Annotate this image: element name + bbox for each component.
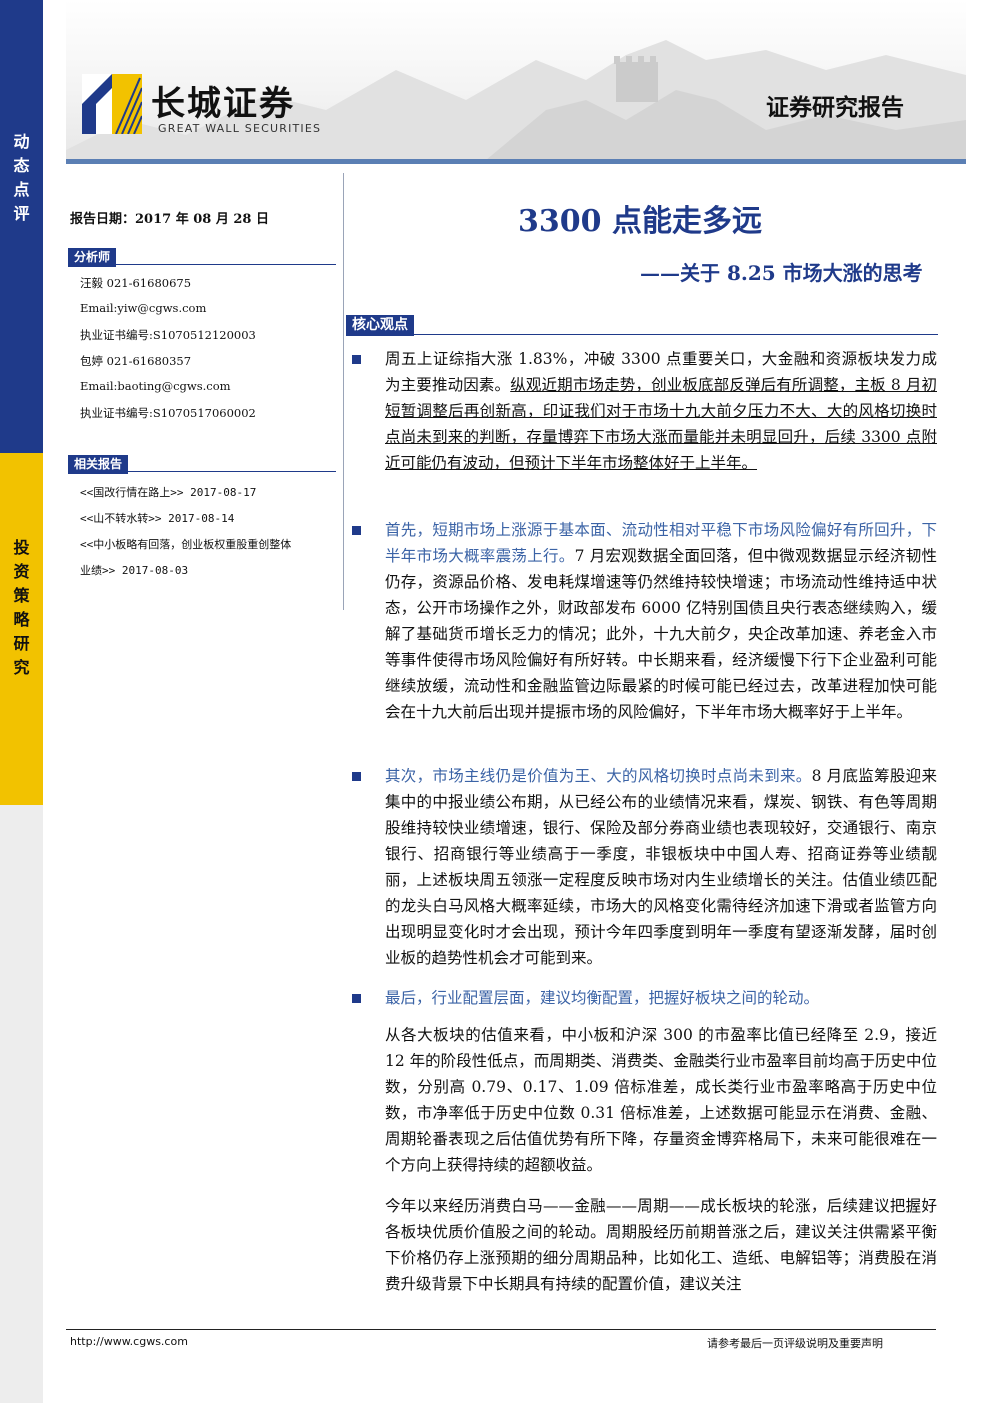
- paragraph-4: 最后，行业配置层面，建议均衡配置，把握好板块之间的轮动。: [385, 989, 820, 1007]
- paragraph-5: 从各大板块的估值来看，中小板和沪深 300 的市盈率比值已经降至 2.9，接近 …: [385, 1026, 937, 1174]
- sidebar-label-char: 动: [13, 132, 30, 151]
- column-divider: [343, 173, 344, 610]
- analyst-email[interactable]: Email:baoting@cgws.com: [80, 379, 231, 393]
- paragraph-3-highlight: 其次，市场主线仍是价值为王、大的风格切换时点尚未到来。: [385, 767, 812, 785]
- related-report-link[interactable]: <<中小板略有回落，创业板权重股重创整体: [80, 538, 292, 551]
- header-banner: [66, 0, 966, 160]
- sidebar-label-top: 动态点评: [0, 130, 43, 226]
- analyst-cert: 执业证书编号:S1070517060002: [80, 406, 256, 420]
- sidebar-label-char: 研: [13, 634, 30, 653]
- brand-name-cn: 长城证券: [151, 84, 295, 124]
- core-views-heading: 核心观点: [346, 315, 414, 336]
- paragraph-2-highlight: 首先，短期市场上涨源于基本面、流动性相对平稳下市场风险偏好有所回升，下半年市场大…: [385, 521, 937, 565]
- sidebar-label-char: 略: [13, 610, 30, 629]
- footer-rule: [66, 1329, 936, 1330]
- sidebar-label-char: 点: [13, 180, 30, 199]
- bullet-square-icon: [352, 772, 361, 781]
- sidebar-label-char: 评: [13, 204, 30, 223]
- core-views-header: 核心观点: [346, 314, 938, 336]
- bullet-square-icon: [352, 355, 361, 364]
- paragraph-2: 首先，短期市场上涨源于基本面、流动性相对平稳下市场风险偏好有所回升，下半年市场大…: [385, 517, 937, 725]
- footer-disclaimer-note: 请参考最后一页评级说明及重要声明: [707, 1337, 883, 1350]
- related-heading: 相关报告: [68, 455, 129, 474]
- analyst-heading: 分析师: [68, 248, 117, 267]
- sidebar-label-char: 究: [13, 658, 30, 677]
- section-rule: [346, 334, 938, 335]
- report-type-title: 证券研究报告: [766, 95, 904, 121]
- section-rule: [68, 471, 336, 472]
- sidebar-label-char: 资: [13, 562, 30, 581]
- paragraph-6: 今年以来经历消费白马——金融——周期——成长板块的轮涨，后续建议把握好各板块优质…: [385, 1197, 937, 1293]
- related-report-link[interactable]: <<国改行情在路上>> 2017-08-17: [80, 486, 257, 499]
- footer-website-link[interactable]: http://www.cgws.com: [70, 1335, 188, 1348]
- analyst-section-header: 分析师: [68, 246, 336, 267]
- paragraph-3-body: 8 月底监筹股迎来集中的中报业绩公布期，从已经公布的业绩情况来看，煤炭、钢铁、有…: [385, 767, 937, 967]
- section-rule: [68, 264, 336, 265]
- related-section-header: 相关报告: [68, 453, 336, 474]
- sidebar-label-char: 策: [13, 586, 30, 605]
- paragraph-1-lead: 周五上证综指大涨 1.83%，冲破 3300 点重要关口，大金融和资源板块发力成…: [385, 350, 937, 394]
- sidebar-label-char: 态: [13, 156, 30, 175]
- great-wall-logo-icon: [82, 74, 142, 134]
- analyst-line: 包婷 021-61680357: [80, 354, 192, 368]
- related-report-link-cont[interactable]: 业绩>> 2017-08-03: [80, 564, 189, 577]
- header-rule: [66, 159, 966, 164]
- analyst-email[interactable]: Email:yiw@cgws.com: [80, 301, 207, 315]
- analyst-line: 汪毅 021-61680675: [80, 276, 192, 290]
- paragraph-1: 周五上证综指大涨 1.83%，冲破 3300 点重要关口，大金融和资源板块发力成…: [385, 346, 937, 476]
- great-wall-scenery: [66, 40, 966, 160]
- analyst-cert: 执业证书编号:S1070512120003: [80, 328, 256, 342]
- bullet-square-icon: [352, 526, 361, 535]
- report-subtitle: ——关于 8.25 市场大涨的思考: [640, 261, 923, 285]
- related-report-link[interactable]: <<山不转水转>> 2017-08-14: [80, 512, 235, 525]
- bullet-square-icon: [352, 994, 361, 1003]
- report-date: 报告日期：2017 年 08 月 28 日: [70, 212, 269, 227]
- paragraph-2-body: 7 月宏观数据全面回落，但中微观数据显示经济韧性仍存，资源品价格、发电耗煤增速等…: [385, 547, 937, 721]
- sidebar-band-blue: [0, 0, 43, 453]
- paragraph-3: 其次，市场主线仍是价值为王、大的风格切换时点尚未到来。8 月底监筹股迎来集中的中…: [385, 763, 937, 971]
- sidebar-band-yellow: [0, 453, 43, 805]
- sidebar-band-gray: [0, 805, 43, 1403]
- sidebar-label-mid: 投资策略研究: [0, 536, 43, 680]
- report-title: 3300 点能走多远: [518, 204, 762, 239]
- sidebar-label-char: 投: [13, 538, 30, 557]
- brand-name-en: GREAT WALL SECURITIES: [158, 122, 322, 135]
- paragraph-1-underlined: 纵观近期市场走势，创业板底部反弹后有所调整，主板 8 月初短暂调整后再创新高，印…: [385, 376, 937, 472]
